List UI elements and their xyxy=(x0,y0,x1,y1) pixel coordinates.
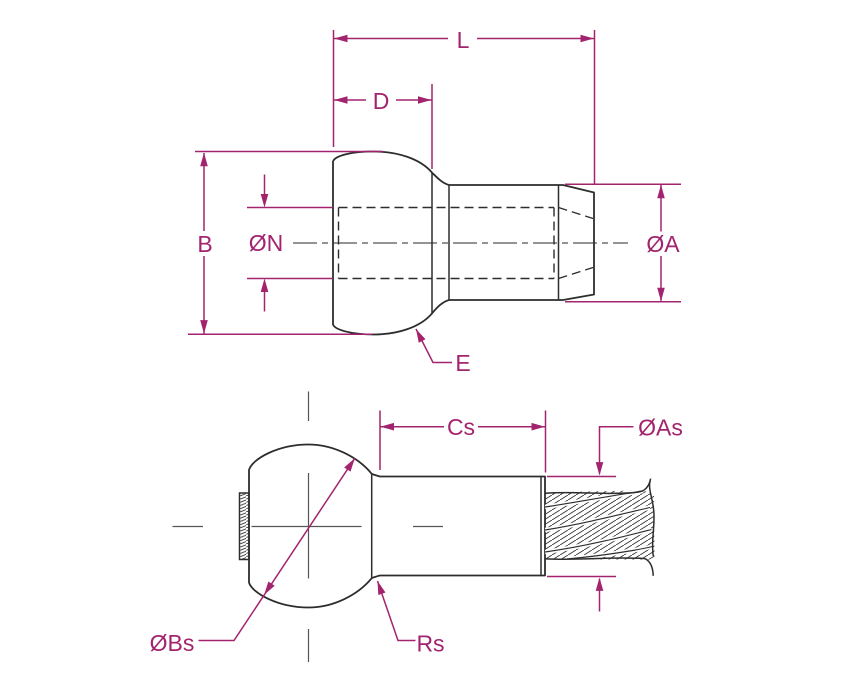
dimension-A: ØA xyxy=(565,183,681,303)
hidden-bore-lines xyxy=(337,206,594,280)
cable-end-hatch xyxy=(238,492,250,561)
leader-E: E xyxy=(412,327,471,376)
label-Cs: Cs xyxy=(447,414,475,440)
label-N: ØN xyxy=(249,230,284,256)
label-L: L xyxy=(457,27,470,53)
dimension-Cs: Cs xyxy=(379,410,547,473)
wire-rope xyxy=(544,478,655,576)
bottom-view-centerlines xyxy=(172,391,443,662)
dimension-Bs: ØBs xyxy=(150,456,358,656)
rope-edges xyxy=(544,478,655,576)
dimension-D: D xyxy=(334,84,433,169)
label-D: D xyxy=(373,88,390,114)
label-B: B xyxy=(197,231,212,257)
dimension-As: ØAs xyxy=(547,415,683,612)
label-E: E xyxy=(455,350,470,376)
label-A: ØA xyxy=(646,231,680,257)
leader-Rs: Rs xyxy=(373,579,445,657)
ball-stud-outline xyxy=(248,443,546,609)
dimension-L: L xyxy=(332,27,596,184)
label-As: ØAs xyxy=(638,415,683,441)
label-Bs: ØBs xyxy=(150,630,195,656)
dimension-N: ØN xyxy=(247,174,333,312)
top-view: L D B ØN xyxy=(188,27,681,376)
bottom-view: Cs ØAs ØBs Rs xyxy=(150,391,683,662)
dimension-B: B xyxy=(188,150,383,336)
label-Rs: Rs xyxy=(416,631,444,657)
